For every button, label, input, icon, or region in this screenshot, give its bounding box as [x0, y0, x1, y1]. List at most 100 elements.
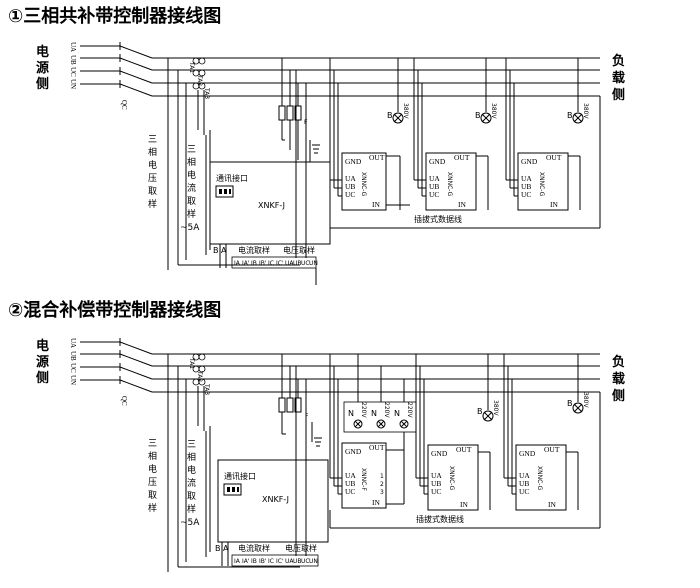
- svg-text:负: 负: [612, 354, 625, 370]
- load-side-label-2: 负 载 侧: [612, 354, 625, 404]
- svg-text:三: 三: [148, 439, 157, 449]
- svg-text:UB: UB: [69, 351, 77, 361]
- svg-text:UB: UB: [69, 55, 77, 65]
- svg-text:UC: UC: [301, 558, 310, 565]
- capacitor-group-3: B 380V GND UA UB UC OUT IN XNNC-G: [517, 58, 589, 211]
- svg-text:OUT: OUT: [546, 153, 562, 162]
- svg-text:样: 样: [148, 198, 157, 210]
- svg-text:F: F: [305, 413, 309, 420]
- svg-text:3: 3: [380, 489, 384, 496]
- svg-text:IN: IN: [458, 200, 466, 209]
- svg-text:电: 电: [36, 338, 49, 354]
- svg-text:取: 取: [148, 490, 157, 501]
- svg-text:UN: UN: [69, 375, 77, 385]
- svg-text:220V: 220V: [383, 402, 390, 418]
- svg-text:2: 2: [380, 481, 384, 488]
- svg-text:电流取样: 电流取样: [238, 245, 270, 255]
- svg-text:相: 相: [187, 156, 196, 168]
- phase-drops: [329, 58, 601, 229]
- svg-text:电流取样: 电流取样: [238, 543, 270, 553]
- diagram-1: ①三相共补带控制器接线图 电 源 侧 UA UB UC UN: [8, 5, 625, 285]
- svg-text:XNNC-G: XNNC-G: [446, 172, 453, 197]
- current-sampling-label: 三 相 电 流 取 样 ~5A: [180, 145, 200, 233]
- svg-text:样: 样: [187, 503, 196, 515]
- svg-text:380V: 380V: [492, 400, 499, 416]
- svg-text:UN: UN: [69, 79, 77, 89]
- svg-text:380V: 380V: [582, 392, 589, 408]
- capacitor-group-1: B 380V GND UA UB UC OUT IN XNNC-G: [341, 58, 410, 211]
- bus-lines: [80, 42, 600, 97]
- voltage-sampling-label-2: 三 相 电 压 取 样: [148, 439, 157, 514]
- svg-text:UB: UB: [521, 182, 531, 191]
- breaker-qc-label-2: QC: [120, 396, 128, 406]
- svg-text:XNNC-G: XNNC-G: [538, 172, 545, 197]
- svg-text:GND: GND: [345, 157, 362, 166]
- svg-text:OUT: OUT: [369, 443, 385, 452]
- svg-text:UA: UA: [519, 471, 530, 480]
- svg-text:XNNC-G: XNNC-G: [448, 466, 455, 491]
- svg-text:UB: UB: [519, 479, 529, 488]
- svg-text:UB: UB: [345, 479, 355, 488]
- svg-text:三: 三: [187, 145, 196, 155]
- svg-text:电: 电: [36, 44, 49, 60]
- svg-text:负: 负: [612, 53, 625, 69]
- svg-text:UC: UC: [429, 190, 439, 199]
- controller-xnkf-j-2: 通讯接口 XNKF-J: [217, 459, 329, 543]
- svg-text:UB: UB: [345, 182, 355, 191]
- split-module-xnnc-f: GND UA UB UC OUT IN 1 2 3 XNNC-F: [341, 432, 405, 509]
- svg-text:TA2: TA2: [196, 74, 203, 86]
- current-sampling-label-2: 三 相 电 流 取 样 ~5A: [180, 440, 200, 528]
- svg-text:UA: UA: [345, 174, 356, 183]
- capacitor-group-2-1: B 380V GND UA UB UC OUT IN XNNC-G: [427, 354, 499, 511]
- data-cable-label-2: 插拔式数据线: [416, 514, 464, 524]
- svg-text:侧: 侧: [612, 87, 625, 103]
- svg-text:相: 相: [148, 146, 157, 158]
- svg-text:XNKF-J: XNKF-J: [262, 495, 289, 504]
- svg-text:GND: GND: [519, 449, 536, 458]
- diagram-1-title: ①三相共补带控制器接线图: [8, 5, 221, 27]
- svg-text:OUT: OUT: [454, 153, 470, 162]
- svg-text:流: 流: [187, 182, 196, 194]
- svg-text:电压取样: 电压取样: [283, 245, 315, 255]
- svg-text:UA: UA: [285, 260, 294, 267]
- capacitor-group-2: B 380V GND UA UB UC OUT IN XNNC-G: [425, 58, 497, 211]
- svg-text:GND: GND: [429, 157, 446, 166]
- svg-text:样: 样: [148, 502, 157, 514]
- svg-text:三: 三: [187, 440, 196, 450]
- breaker-qc-label: QC: [120, 100, 128, 110]
- svg-text:UA: UA: [69, 42, 77, 52]
- svg-text:IB: IB: [251, 558, 257, 565]
- diagram-2-title: ②混合补偿带控制器接线图: [8, 299, 221, 321]
- load-side-label: 负 载 侧: [612, 53, 625, 103]
- svg-text:侧: 侧: [612, 388, 625, 404]
- svg-text:相: 相: [187, 451, 196, 463]
- phase-drops-2: [329, 354, 601, 529]
- comm-port-label: 通讯接口: [216, 173, 248, 183]
- svg-text:XNNC-G: XNNC-G: [360, 172, 367, 197]
- svg-text:B: B: [387, 111, 393, 120]
- svg-text:UA: UA: [431, 471, 442, 480]
- svg-text:电: 电: [187, 169, 196, 181]
- svg-text:相: 相: [148, 450, 157, 462]
- svg-text:UB: UB: [429, 182, 439, 191]
- ct-wires-2: [197, 386, 211, 557]
- svg-text:UC: UC: [345, 190, 355, 199]
- data-cable-label: 插拔式数据线: [414, 214, 462, 224]
- svg-text:380V: 380V: [490, 103, 497, 119]
- controller-xnkf-j: 通讯接口 XNKF-J: [209, 161, 331, 245]
- svg-text:TA2: TA2: [196, 370, 203, 382]
- fuse-block: F: [278, 58, 320, 162]
- bus-lines-2: [80, 338, 600, 393]
- svg-text:取: 取: [187, 196, 196, 207]
- svg-text:N: N: [371, 409, 377, 418]
- svg-text:B: B: [567, 111, 573, 120]
- svg-text:三: 三: [148, 135, 157, 145]
- svg-text:电压取样: 电压取样: [285, 543, 317, 553]
- source-side-label-2: 电 源 侧: [36, 338, 49, 386]
- svg-text:~5A: ~5A: [180, 223, 200, 233]
- svg-text:样: 样: [187, 208, 196, 220]
- svg-text:GND: GND: [431, 449, 448, 458]
- svg-text:UC: UC: [431, 487, 441, 496]
- svg-text:电: 电: [148, 159, 157, 171]
- svg-text:电: 电: [187, 464, 196, 476]
